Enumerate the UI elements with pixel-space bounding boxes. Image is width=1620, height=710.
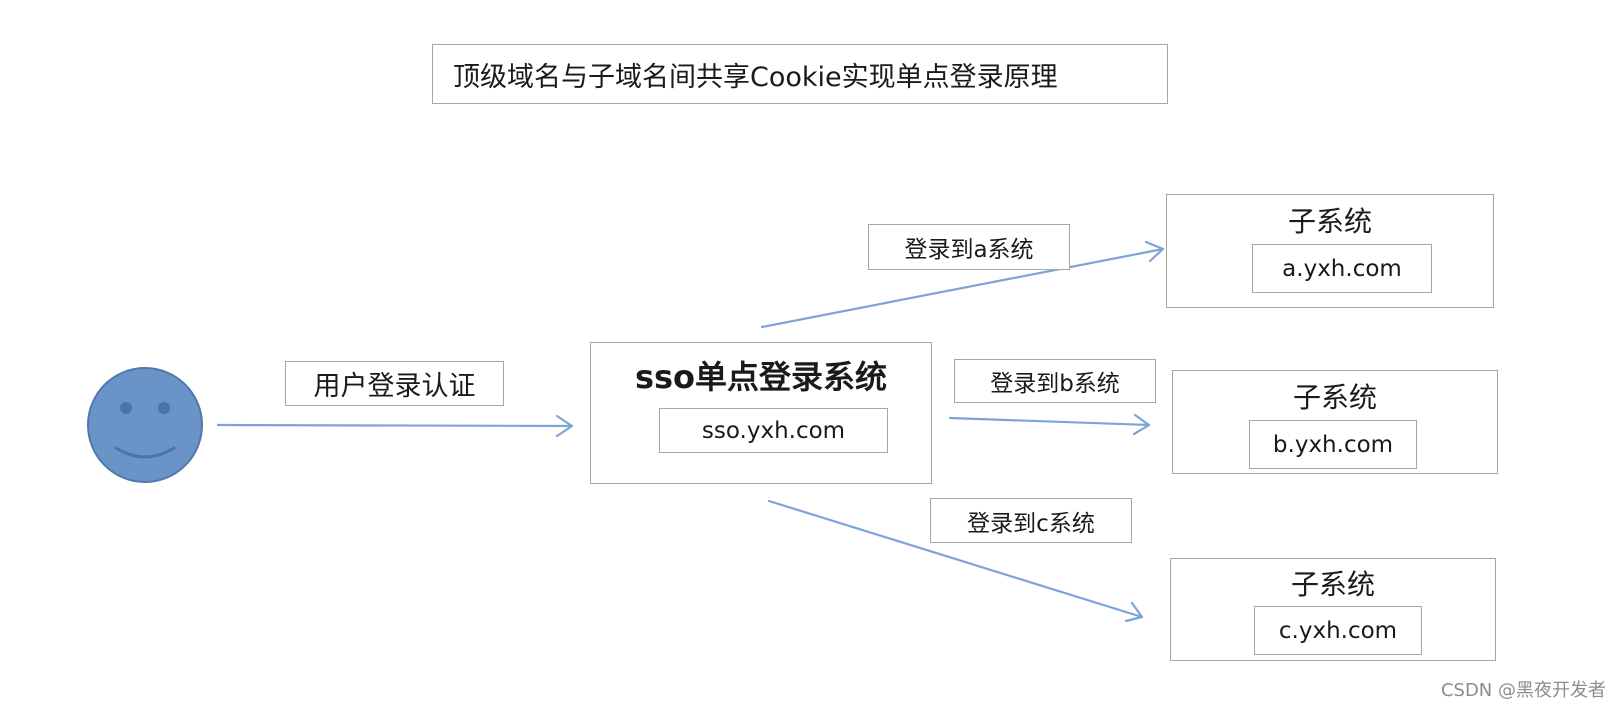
diagram-title: 顶级域名与子域名间共享Cookie实现单点登录原理 — [432, 44, 1168, 104]
arrow-sso-to-b — [948, 413, 1151, 436]
arrow-sso-to-a — [760, 240, 1165, 329]
subsystem-b-title: 子系统 — [1292, 381, 1377, 414]
watermark-text: CSDN @黑夜开发者 — [1440, 680, 1606, 701]
subsystem-c-domain: c.yxh.com — [1254, 606, 1422, 655]
edge-label-to-a: 登录到a系统 — [868, 224, 1070, 270]
user-face-icon — [87, 367, 203, 483]
edge-label-to-b: 登录到b系统 — [954, 359, 1156, 403]
subsystem-a-title: 子系统 — [1287, 205, 1372, 238]
arrow-sso-to-c — [767, 499, 1144, 623]
sso-domain: sso.yxh.com — [659, 408, 888, 453]
user-auth-label: 用户登录认证 — [285, 361, 504, 406]
arrow-user-to-sso — [216, 414, 574, 438]
subsystem-c-title: 子系统 — [1290, 568, 1375, 601]
sso-system-title: sso单点登录系统 — [634, 358, 888, 396]
subsystem-b-domain: b.yxh.com — [1249, 420, 1417, 469]
edge-label-to-c: 登录到c系统 — [930, 498, 1132, 543]
subsystem-a-domain: a.yxh.com — [1252, 244, 1432, 293]
